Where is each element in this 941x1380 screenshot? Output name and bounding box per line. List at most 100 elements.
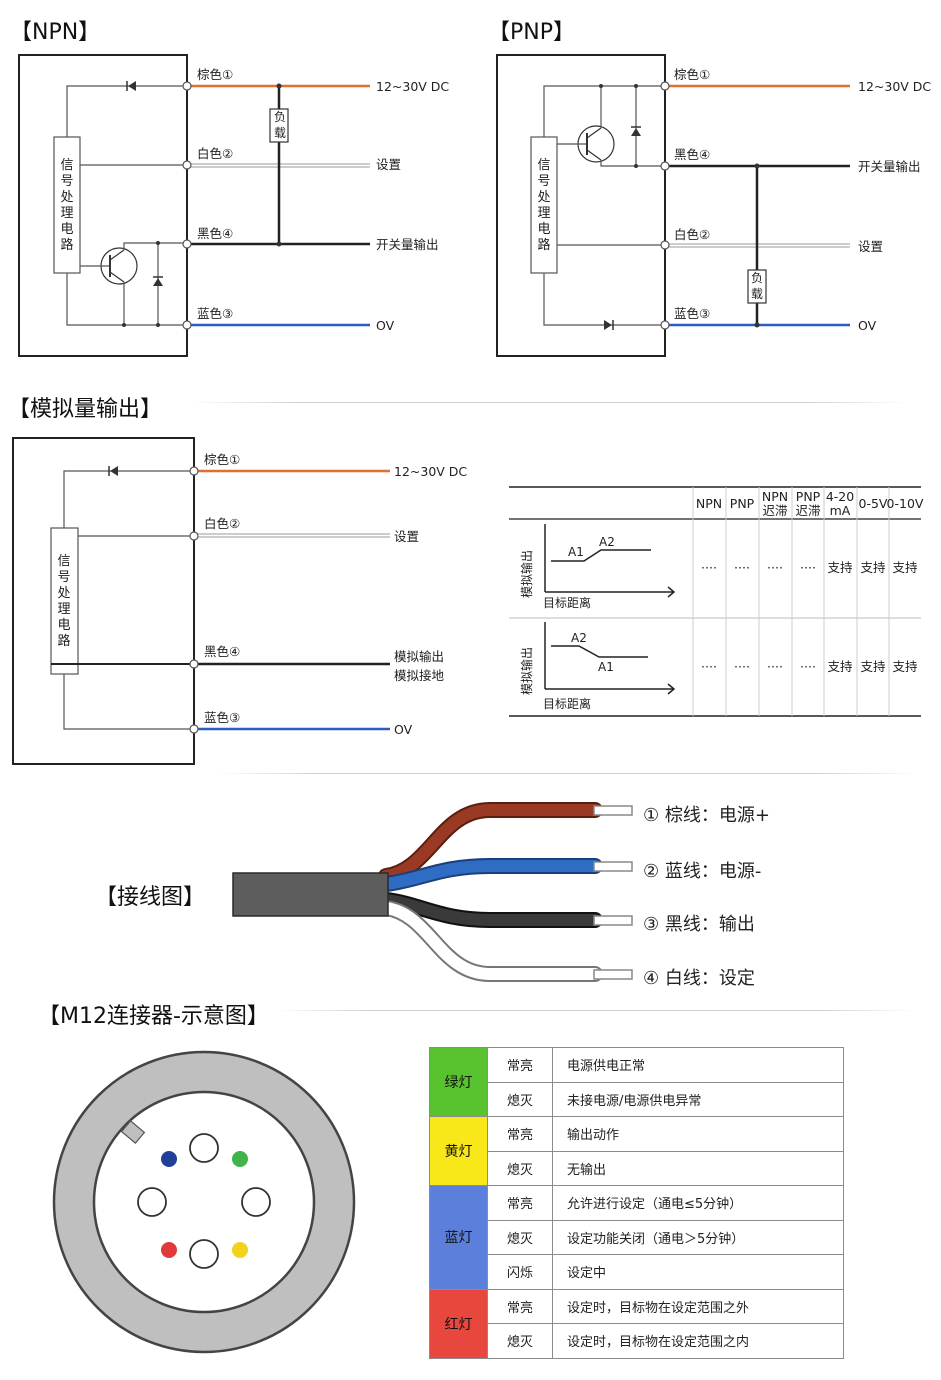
cell-r1-ma: 支持	[827, 560, 852, 575]
npn-out-setting: 设置	[376, 157, 401, 172]
npn-diagram: 信号处 理电路 负 载 棕色① 白色② 黑色④ 蓝色③ 12~30V DC 设置…	[18, 54, 449, 357]
svg-text:路: 路	[60, 237, 73, 253]
pnp-load-char2: 载	[751, 287, 763, 301]
red-led-dot	[161, 1242, 177, 1258]
wiring-title: 【接线图】	[95, 885, 206, 910]
npn-out-switch: 开关量输出	[376, 237, 439, 252]
pnp-diagram: 信号处 理电路 负 载 棕色① 黑色④ 白色② 蓝色③ 12~30V DC 开关…	[496, 54, 931, 357]
cell-r2-pnp: ····	[734, 659, 750, 674]
hdr-pnp-hys-2: 迟滞	[795, 503, 820, 518]
cell-r2-pnp-hys: ····	[800, 659, 816, 674]
graph1-ylabel: 模拟输出	[519, 550, 534, 598]
pnp-signal-box-label: 信号处 理电路	[537, 158, 550, 253]
led-desc: 允许进行设定（通电≤5分钟）	[552, 1185, 844, 1221]
analog-signal-box-label: 信号处 理电路	[57, 554, 70, 649]
npn-wire-black: 黑色④	[197, 226, 233, 241]
cell-r2-010v: 支持	[892, 659, 917, 674]
npn-load-char2: 载	[274, 126, 286, 140]
svg-text:处: 处	[537, 190, 550, 205]
graph1-a2: A2	[599, 535, 615, 549]
npn-wire-blue: 蓝色③	[197, 306, 233, 321]
led-state: 熄灭	[487, 1150, 553, 1186]
npn-load-char1: 负	[274, 110, 286, 124]
svg-text:信: 信	[60, 158, 73, 173]
cable-illustration	[232, 802, 633, 982]
divider	[215, 773, 920, 774]
svg-text:号: 号	[537, 174, 550, 189]
pnp-wire-brown: 棕色①	[674, 67, 710, 82]
cell-r1-npn: ····	[701, 560, 717, 575]
analog-wire-blue: 蓝色③	[204, 710, 240, 725]
led-red: 红灯	[429, 1288, 488, 1359]
wire-label-white: ④ 白线：设定	[643, 968, 755, 989]
analog-wire-black: 黑色④	[204, 644, 240, 659]
svg-text:理: 理	[537, 206, 550, 221]
led-state: 熄灭	[487, 1081, 553, 1117]
graph2-ylabel: 模拟输出	[519, 647, 534, 695]
analog-title: 【模拟量输出】	[8, 397, 163, 422]
svg-text:电: 电	[60, 222, 73, 237]
svg-text:号: 号	[60, 174, 73, 189]
pnp-out-zero: OV	[858, 318, 877, 333]
svg-text:处: 处	[57, 586, 70, 601]
led-green: 绿灯	[429, 1047, 488, 1117]
hdr-pnp-hys-1: PNP	[796, 489, 821, 504]
npn-title: 【NPN】	[10, 20, 101, 45]
hdr-npn: NPN	[696, 496, 722, 511]
pnp-load-char1: 负	[751, 271, 763, 285]
hdr-ma-2: mA	[830, 503, 851, 518]
cell-r1-pnp: ····	[734, 560, 750, 575]
cell-r1-npn-hys: ····	[767, 560, 783, 575]
analog-out-ground: 模拟接地	[394, 668, 445, 683]
graph-rising: A1 A2 目标距离 模拟输出	[519, 524, 676, 610]
analog-wire-white: 白色②	[204, 516, 240, 531]
hdr-npn-hys-1: NPN	[762, 489, 788, 504]
led-desc: 输出动作	[552, 1116, 844, 1152]
pnp-wire-white: 白色②	[674, 227, 710, 242]
led-legend-table: 绿灯 常亮 电源供电正常 熄灭 未接电源/电源供电异常 黄灯 常亮 输出动作 熄…	[429, 1047, 844, 1359]
led-desc: 设定时，目标物在设定范围之内	[552, 1323, 844, 1359]
analog-support-table: NPN PNP NPN 迟滞 PNP 迟滞 4-20 mA 0-5V 0-10V…	[509, 486, 924, 717]
cell-r2-npn-hys: ····	[767, 659, 783, 674]
graph2-a2: A2	[571, 631, 587, 645]
cell-r1-010v: 支持	[892, 560, 917, 575]
npn-out-zero: OV	[376, 318, 395, 333]
led-state: 常亮	[487, 1047, 553, 1083]
svg-text:电: 电	[57, 618, 70, 633]
graph1-a1: A1	[568, 545, 584, 559]
blue-led-dot	[161, 1151, 177, 1167]
npn-out-power: 12~30V DC	[376, 79, 449, 94]
cell-r1-05v: 支持	[860, 560, 885, 575]
analog-out-signal: 模拟输出	[394, 649, 444, 664]
green-led-dot	[232, 1151, 248, 1167]
wire-label-blue: ② 蓝线：电源-	[643, 861, 762, 882]
analog-out-power: 12~30V DC	[394, 464, 467, 479]
svg-text:理: 理	[60, 206, 73, 221]
analog-wire-brown: 棕色①	[204, 452, 240, 467]
pnp-out-setting: 设置	[858, 239, 883, 254]
hdr-npn-hys-2: 迟滞	[762, 503, 787, 518]
led-state: 熄灭	[487, 1219, 553, 1255]
svg-text:理: 理	[57, 602, 70, 617]
led-state: 熄灭	[487, 1323, 553, 1359]
cell-r2-05v: 支持	[860, 659, 885, 674]
graph2-xlabel: 目标距离	[543, 696, 591, 711]
graph1-xlabel: 目标距离	[543, 595, 591, 610]
led-desc: 电源供电正常	[552, 1047, 844, 1083]
pnp-wire-black: 黑色④	[674, 147, 710, 162]
led-desc: 未接电源/电源供电异常	[552, 1081, 844, 1117]
graph2-a1: A1	[598, 660, 614, 674]
analog-out-setting: 设置	[394, 529, 419, 544]
svg-text:处: 处	[60, 190, 73, 205]
svg-text:信: 信	[537, 158, 550, 173]
led-state: 常亮	[487, 1116, 553, 1152]
pnp-out-power: 12~30V DC	[858, 79, 931, 94]
led-yellow: 黄灯	[429, 1116, 488, 1186]
led-state: 常亮	[487, 1185, 553, 1221]
divider	[190, 402, 910, 403]
graph-falling: A2 A1 目标距离 模拟输出	[519, 622, 676, 711]
pnp-wire-blue: 蓝色③	[674, 306, 710, 321]
svg-text:信: 信	[57, 554, 70, 569]
m12-connector	[52, 1050, 356, 1354]
analog-diagram: 信号处 理电路 棕色① 白色② 黑色④ 蓝色③ 12~30V DC 设置 模拟输…	[12, 437, 467, 765]
